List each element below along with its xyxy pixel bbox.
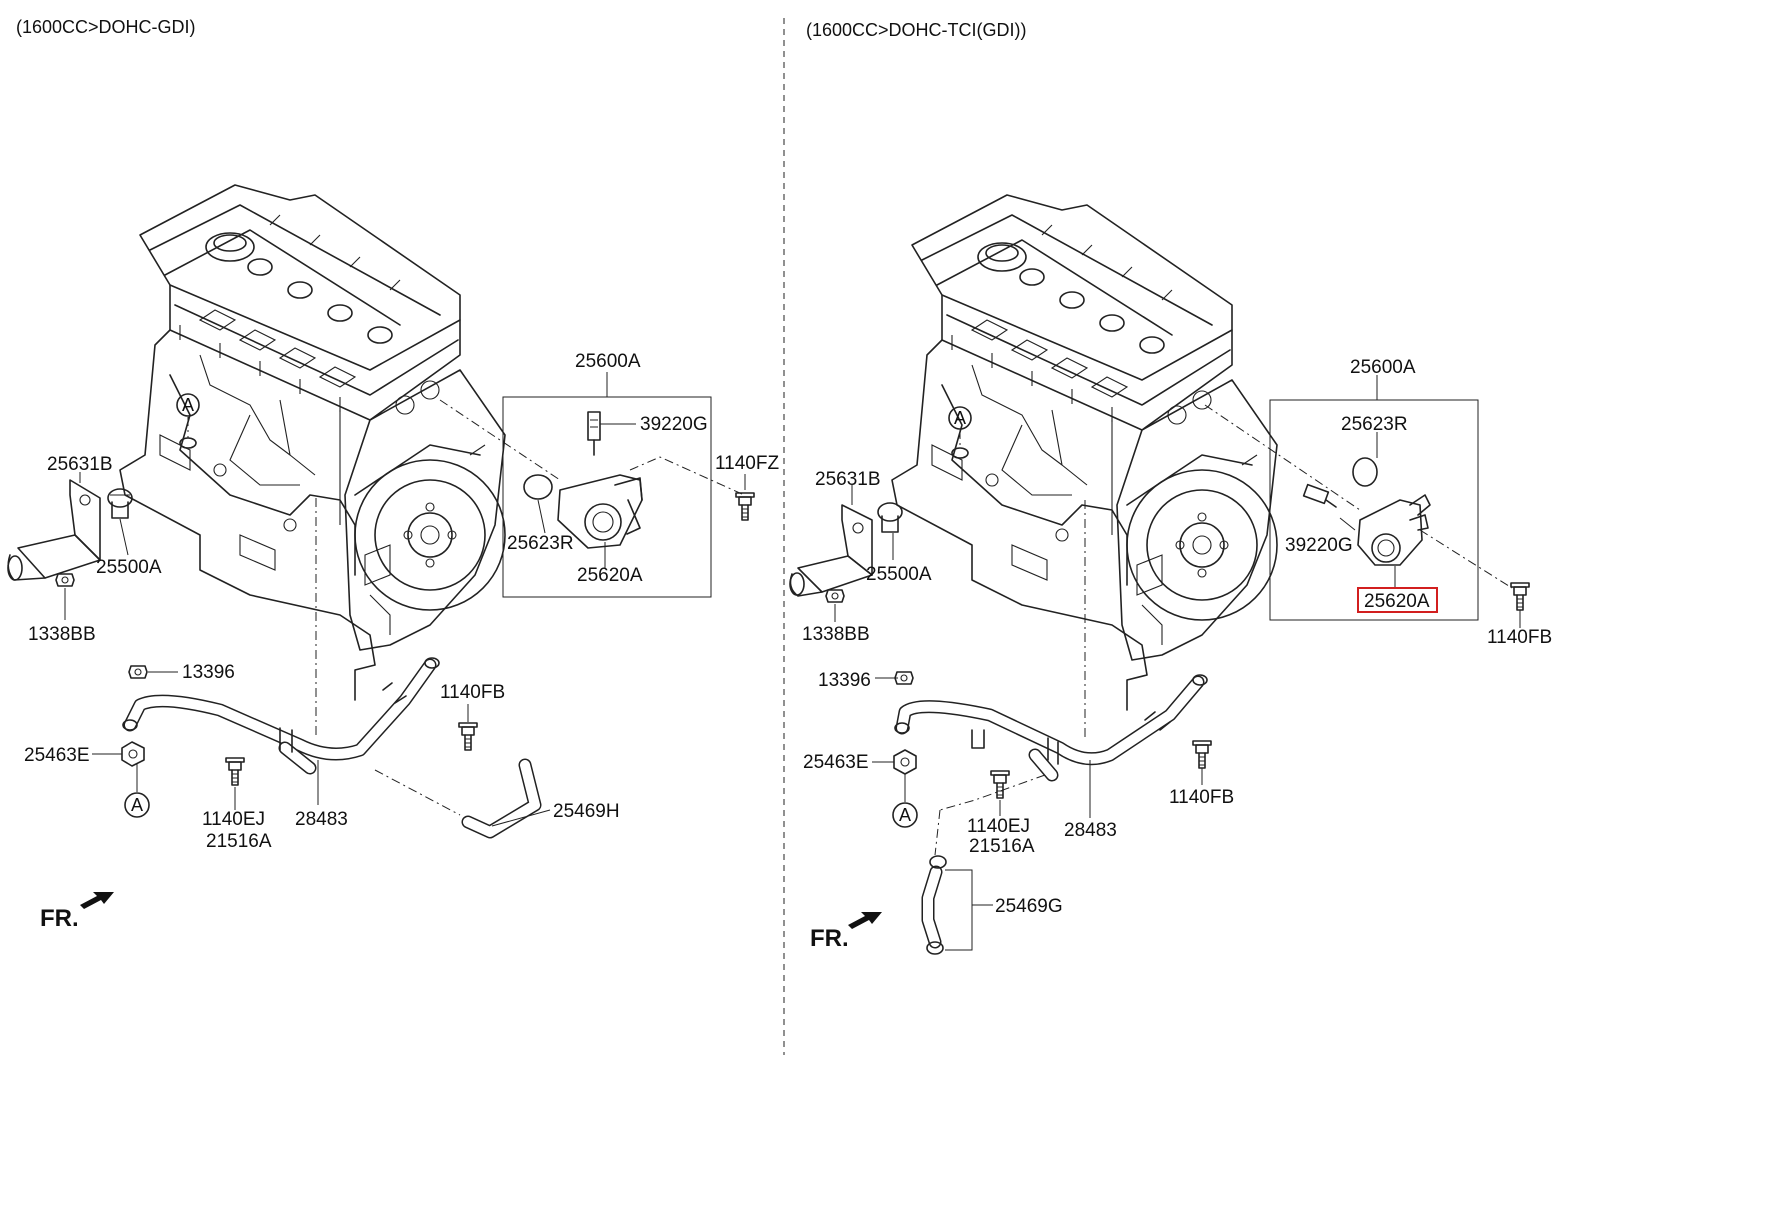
label-25620a-left: 25620A	[577, 565, 643, 586]
nut-1338bb-left	[55, 573, 75, 587]
label-25631b-left: 25631B	[47, 454, 113, 475]
label-25620a-right[interactable]: 25620A	[1364, 591, 1430, 612]
right-panel: A A 25600A 25623R 39220G 25620A 1140FB 2…	[789, 194, 1552, 955]
reference-circle-a-bottom-right	[892, 802, 918, 828]
label-1140ej-right: 1140EJ	[967, 816, 1030, 837]
label-28483-left: 28483	[295, 809, 348, 830]
label-25463e-left: 25463E	[24, 745, 90, 766]
water-outlet-housing-left	[523, 411, 643, 549]
label-25500a-left: 25500A	[96, 557, 162, 578]
svg-text:FR.: FR.	[810, 925, 849, 952]
nut-13396-left	[128, 665, 148, 679]
label-21516a-left: 21516A	[206, 831, 272, 852]
bolt-1140fb-left	[458, 722, 478, 751]
header-left: (1600CC>DOHC-GDI)	[16, 17, 196, 37]
label-25631b-right: 25631B	[815, 469, 881, 490]
label-1140ej-left: 1140EJ	[202, 809, 265, 830]
engine-block-left	[119, 184, 506, 701]
reference-label-a-top-right: A	[954, 408, 966, 428]
label-25600a-left: 25600A	[575, 351, 641, 372]
reference-label-a-bottom-left: A	[131, 795, 143, 815]
gasket-25463e-left	[121, 741, 145, 767]
label-21516a-right: 21516A	[969, 836, 1035, 857]
reference-circle-a-top-left	[176, 393, 200, 417]
water-pipe-28483-right	[894, 674, 1208, 782]
hose-25469h-left	[461, 758, 542, 839]
water-pipe-28483-left	[122, 657, 440, 775]
header-right: (1600CC>DOHC-TCI(GDI))	[806, 20, 1027, 40]
label-25469g-right: 25469G	[995, 896, 1063, 917]
bolt-1140ej-left	[225, 757, 245, 786]
label-1338bb-left: 1338BB	[28, 624, 96, 645]
bolt-1140fb-top-right	[1510, 582, 1530, 611]
reference-label-a-bottom-right: A	[899, 805, 911, 825]
bolt-1140fz-left	[735, 492, 755, 521]
thermostat-left	[107, 488, 133, 519]
label-13396-left: 13396	[182, 662, 235, 683]
label-25469h-left: 25469H	[553, 801, 620, 822]
label-1338bb-right: 1338BB	[802, 624, 870, 645]
label-25463e-right: 25463E	[803, 752, 869, 773]
thermostat-housing-left	[7, 479, 101, 581]
engine-block-right	[891, 194, 1278, 711]
label-25500a-right: 25500A	[866, 564, 932, 585]
label-1140fb-right: 1140FB	[1169, 787, 1234, 808]
left-panel: A A 25600A 39220G 1140FZ 25623R 25620A 2…	[7, 184, 779, 932]
label-25623r-left: 25623R	[507, 533, 574, 554]
bolt-1140ej-right	[990, 770, 1010, 799]
thermostat-housing-right	[789, 504, 873, 597]
hose-25469g-right	[921, 855, 947, 955]
housing-assembly-box-right	[1269, 399, 1479, 621]
bolt-1140fb-right	[1192, 740, 1212, 769]
reference-label-a-top-left: A	[182, 395, 194, 415]
label-28483-right: 28483	[1064, 820, 1117, 841]
label-13396-right: 13396	[818, 670, 871, 691]
nut-1338bb-right	[825, 589, 845, 603]
label-39220g-left: 39220G	[640, 414, 708, 435]
label-1140fb-left: 1140FB	[440, 682, 505, 703]
water-outlet-housing-right	[1302, 457, 1431, 566]
label-1140fb-top-right: 1140FB	[1487, 627, 1552, 648]
highlight-box-25620a	[1357, 587, 1438, 613]
label-1140fz-left: 1140FZ	[715, 453, 779, 474]
thermostat-right	[877, 502, 903, 533]
front-direction-indicator-left: FR.	[40, 892, 114, 932]
front-direction-indicator-right: FR.	[810, 912, 882, 952]
label-25623r-right: 25623R	[1341, 414, 1408, 435]
reference-circle-a-top-right	[948, 406, 972, 430]
gasket-25463e-right	[893, 749, 917, 775]
label-25600a-right: 25600A	[1350, 357, 1416, 378]
reference-circle-a-bottom-left	[124, 792, 150, 818]
svg-text:FR.: FR.	[40, 905, 79, 932]
label-39220g-right: 39220G	[1285, 535, 1353, 556]
